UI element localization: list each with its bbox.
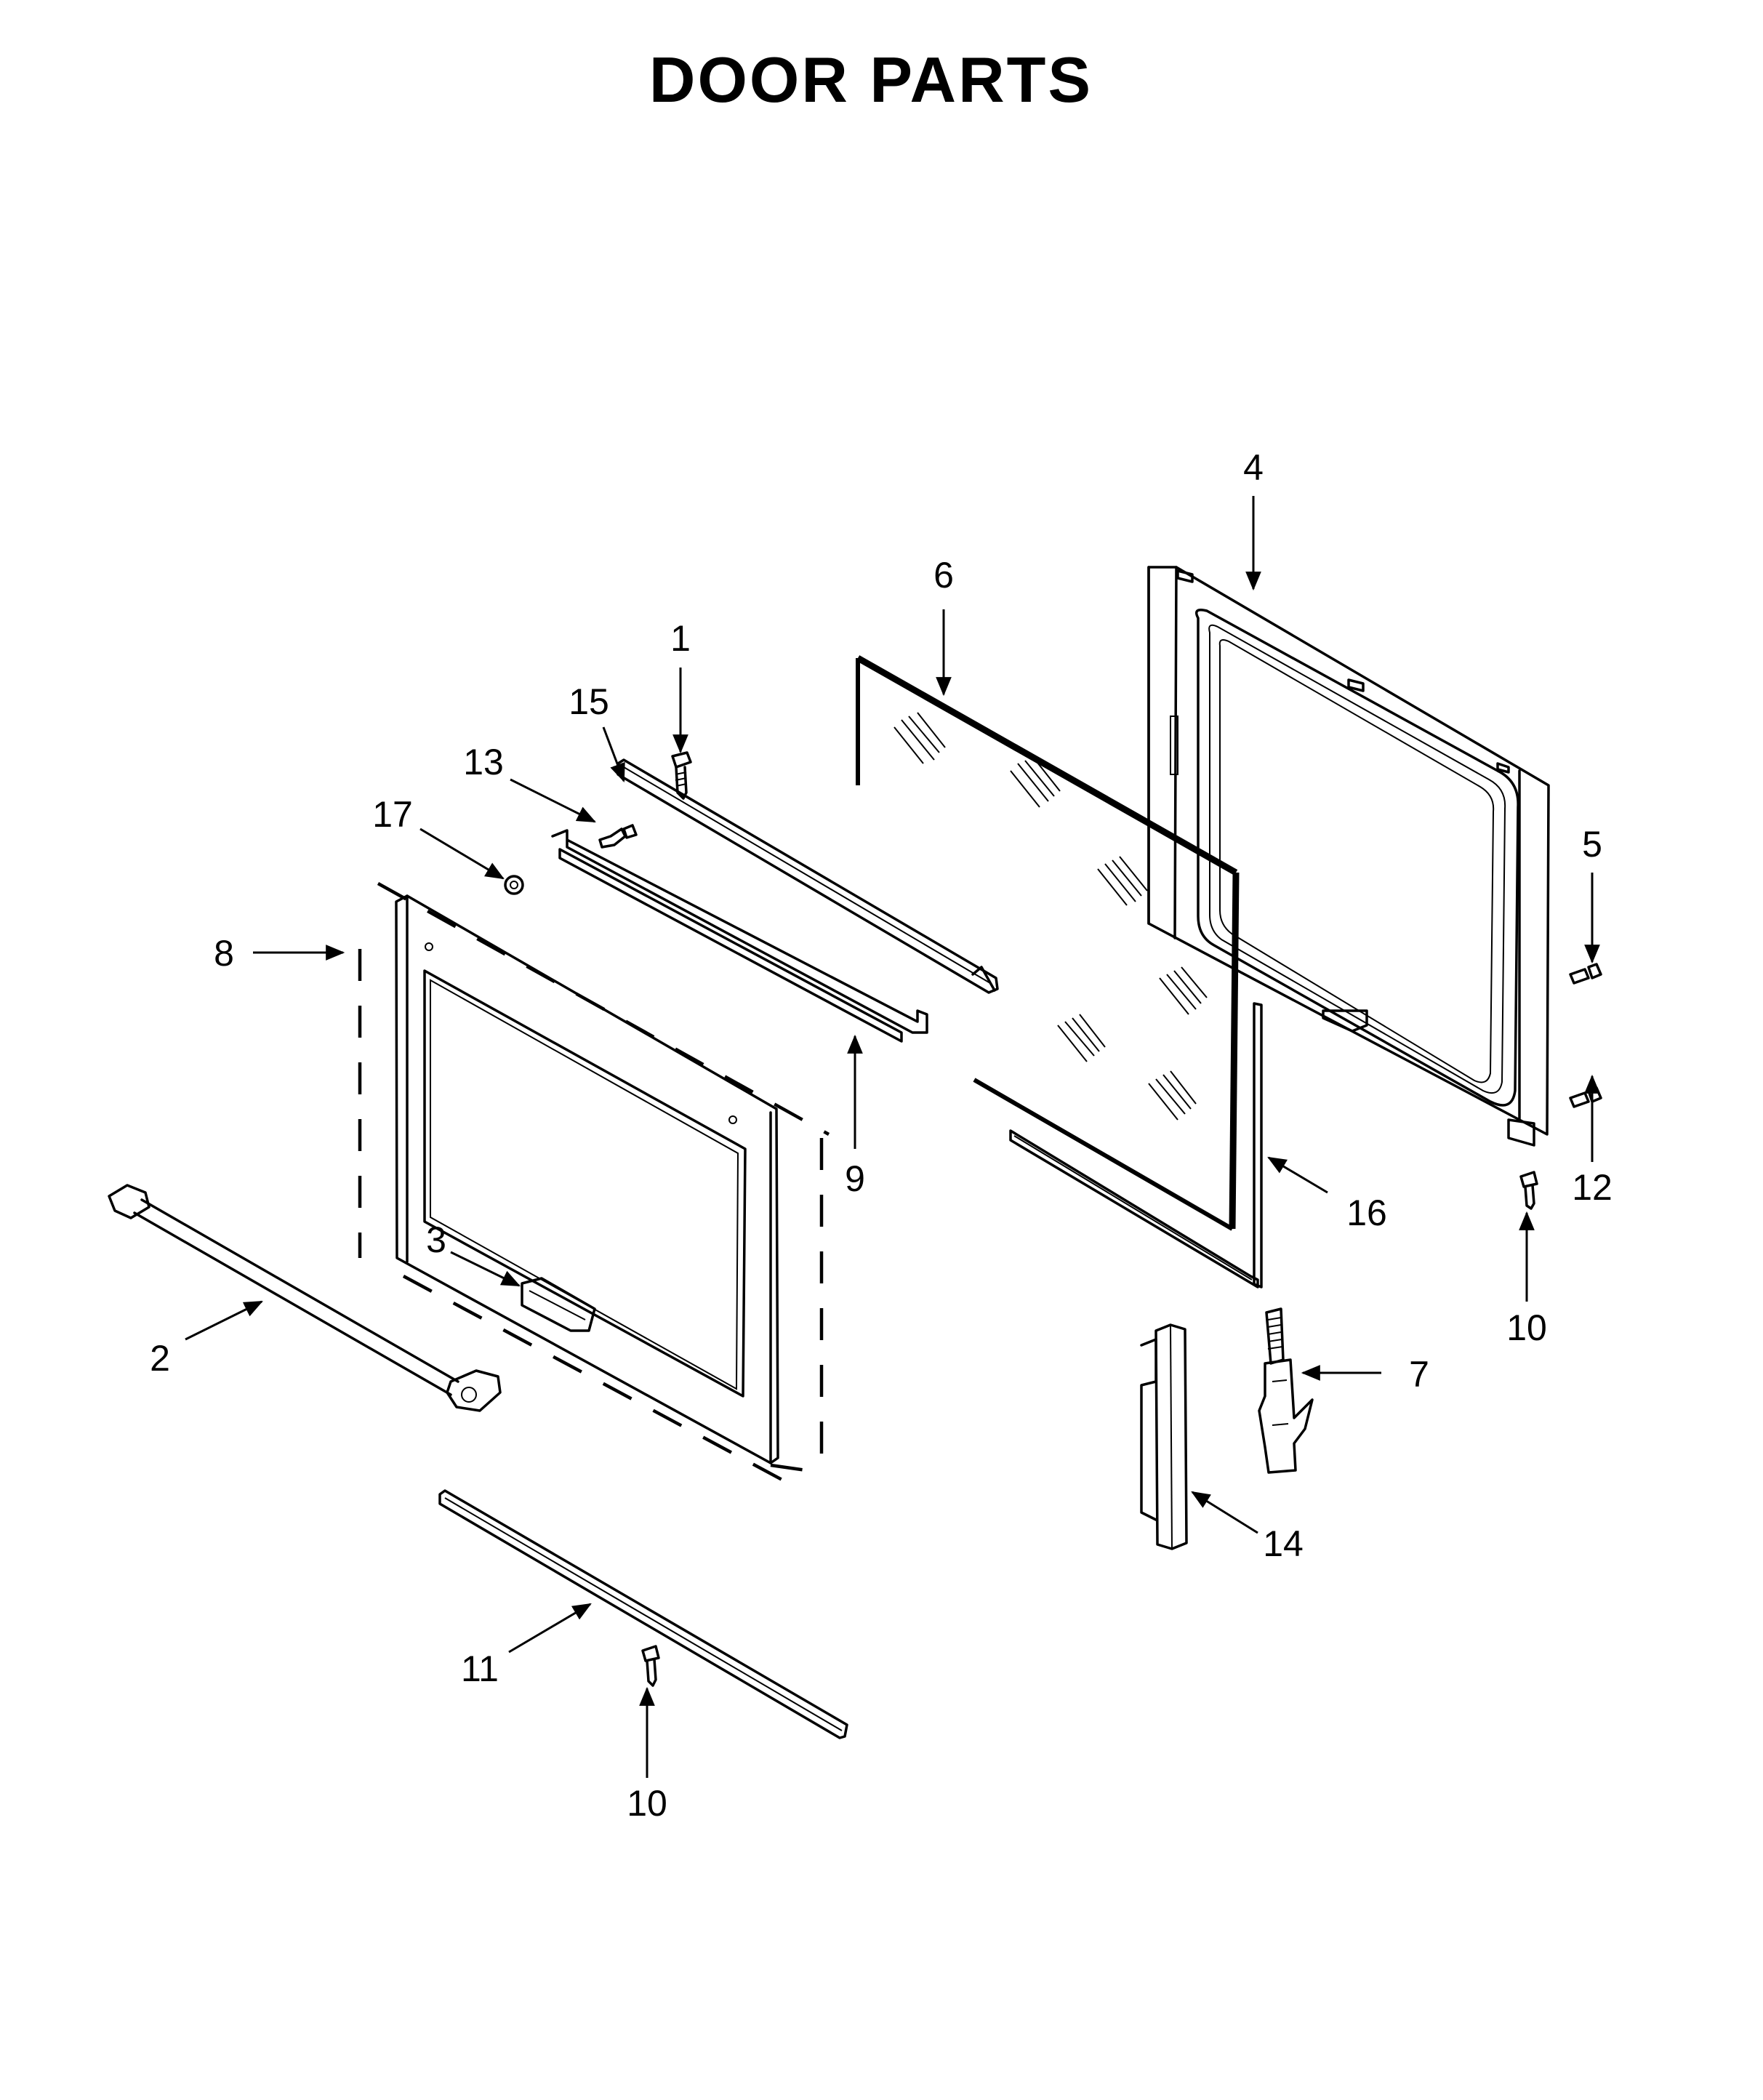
part-10-screw-upper (1519, 1171, 1538, 1210)
callout-10-upper: 10 (1506, 1307, 1547, 1348)
part-4-door-frame (1147, 566, 1550, 1147)
callout-6: 6 (933, 555, 954, 596)
callout-3: 3 (426, 1219, 446, 1260)
part-11-bottom-strip (438, 1489, 848, 1739)
callout-9: 9 (845, 1158, 865, 1199)
part-10-screw-lower (641, 1645, 660, 1687)
part-15-vent-trim (617, 758, 999, 994)
callout-14: 14 (1263, 1523, 1304, 1564)
arrow-13 (510, 778, 596, 823)
callout-15: 15 (569, 681, 609, 722)
part-9-bracket (551, 829, 928, 1043)
part-14-hinge-receptacle (1140, 1323, 1188, 1550)
callout-labels: 1 2 3 4 5 6 7 8 9 10 10 11 12 13 14 15 1… (150, 447, 1613, 1824)
callout-8: 8 (214, 933, 234, 974)
callout-4: 4 (1243, 447, 1264, 488)
callout-2: 2 (150, 1338, 170, 1379)
part-7-hinge (1258, 1307, 1314, 1474)
part-1-screw (671, 751, 692, 800)
arrow-15 (602, 726, 625, 783)
callout-1: 1 (670, 618, 691, 659)
leader-arrows (185, 496, 1600, 1778)
callout-11: 11 (461, 1648, 499, 1689)
arrow-3 (450, 1251, 521, 1287)
callout-7: 7 (1409, 1354, 1429, 1395)
callout-5: 5 (1582, 824, 1602, 865)
arrow-17 (419, 827, 505, 880)
callout-12: 12 (1572, 1167, 1613, 1208)
callout-13: 13 (463, 742, 504, 782)
callout-10-lower: 10 (627, 1783, 667, 1824)
arrow-16 (1267, 1156, 1328, 1194)
arrow-11 (508, 1603, 592, 1654)
part-2-door-handle (108, 1184, 502, 1412)
part-16-seal-strip (1009, 1002, 1263, 1289)
part-8-outer-door-panel (395, 894, 779, 1464)
part-6-glass-panel (856, 655, 1240, 1231)
part-17-washer (504, 875, 524, 895)
part-12-screw (1569, 1086, 1602, 1108)
part-5-screw (1569, 963, 1602, 985)
callout-16: 16 (1346, 1193, 1387, 1233)
arrow-2 (185, 1300, 263, 1341)
callout-17: 17 (372, 794, 413, 835)
page-title: DOOR PARTS (649, 44, 1093, 116)
part-13-screw (598, 824, 638, 849)
arrow-14 (1191, 1491, 1258, 1534)
assembly-outline (358, 882, 830, 1485)
